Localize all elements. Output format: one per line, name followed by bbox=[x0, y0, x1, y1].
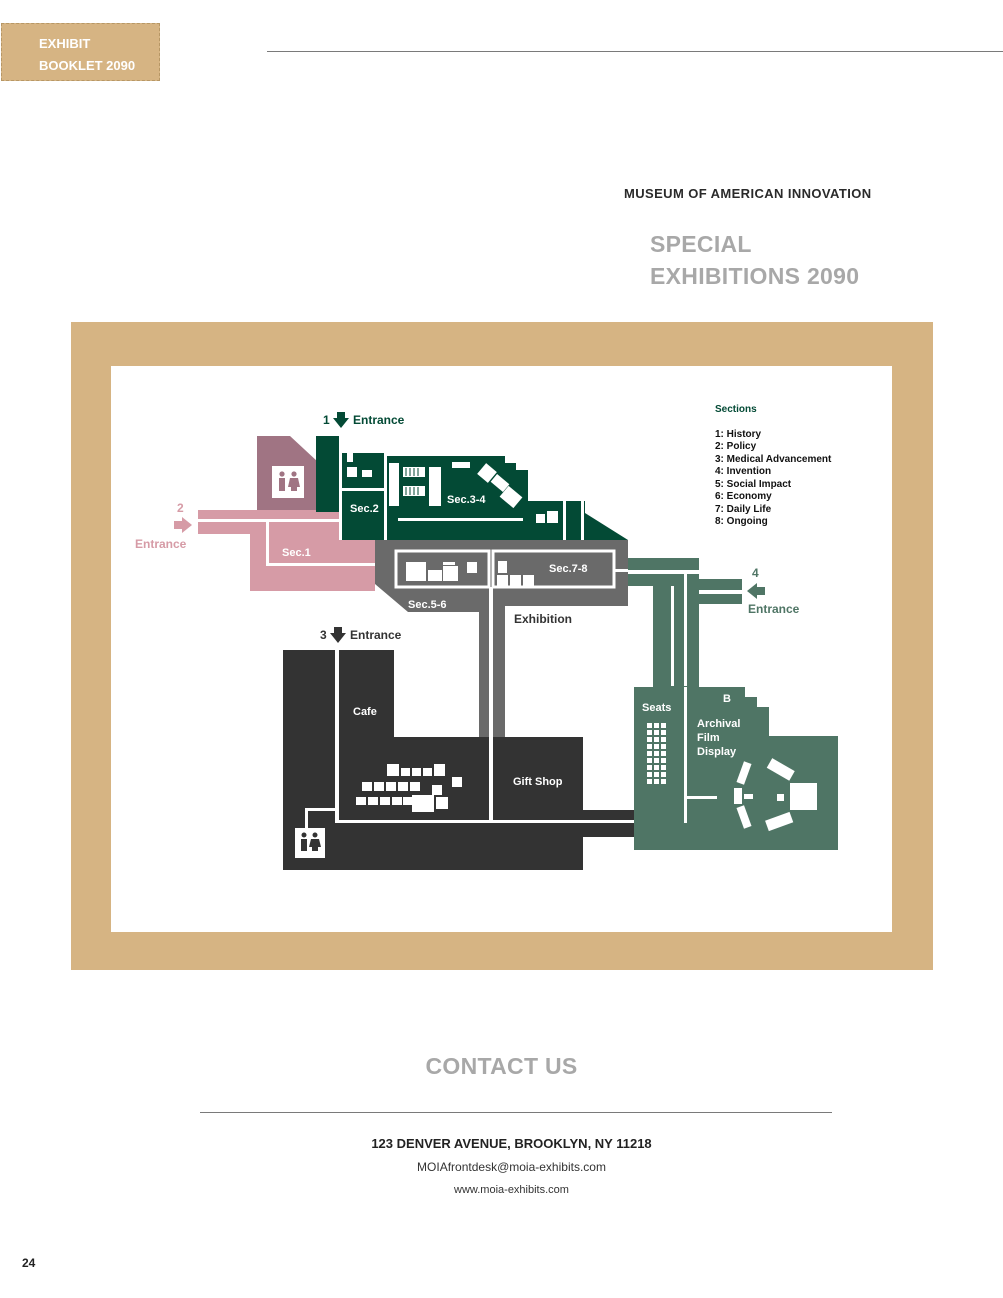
sec78-label: Sec.7-8 bbox=[549, 563, 588, 575]
entrance-3-arrow bbox=[330, 627, 346, 643]
legend-item: 5: Social Impact bbox=[715, 479, 792, 490]
sec1-bottom-line bbox=[266, 563, 376, 566]
cafe-divider-v bbox=[335, 650, 339, 823]
cafe-label: Cafe bbox=[353, 706, 377, 718]
sec5-8-exhibits bbox=[406, 561, 534, 586]
sec2-divider-v2 bbox=[384, 456, 387, 540]
restroom-icon-box bbox=[272, 466, 304, 498]
seats-vertical-corridor bbox=[653, 586, 699, 687]
title-line-1: SPECIAL bbox=[650, 231, 752, 257]
legend-item: 3: Medical Advancement bbox=[715, 454, 832, 465]
entrance-4-corridor-d bbox=[699, 594, 742, 604]
entrance-2-label: Entrance bbox=[135, 537, 187, 551]
booklet-badge: EXHIBIT BOOKLET 2090 bbox=[1, 23, 160, 81]
entrance-1-label: Entrance bbox=[353, 413, 405, 427]
entrance-3-label: Entrance bbox=[350, 628, 402, 642]
archival-divider-v bbox=[684, 687, 687, 823]
badge-line-1: EXHIBIT bbox=[39, 36, 91, 51]
sec56-label: Sec.5-6 bbox=[408, 599, 447, 611]
seats-label: Seats bbox=[642, 702, 671, 714]
connector-bottom bbox=[583, 810, 635, 837]
seats-corridor-line bbox=[671, 586, 674, 686]
entrance-2-number: 2 bbox=[177, 501, 184, 515]
legend-item: 4: Invention bbox=[715, 466, 771, 477]
sec1-corridor-line bbox=[198, 519, 375, 522]
cafe-tables bbox=[356, 764, 462, 812]
museum-name: MUSEUM OF AMERICAN INNOVATION bbox=[624, 186, 872, 201]
entrance-1-arrow bbox=[333, 412, 349, 428]
legend-item: 2: Policy bbox=[715, 441, 757, 452]
sec1-label: Sec.1 bbox=[282, 547, 311, 559]
sec1-inner-line bbox=[266, 522, 269, 566]
sec2-stripes bbox=[405, 468, 419, 495]
sec34-right-line bbox=[563, 501, 566, 540]
sec2-divider-h bbox=[342, 488, 384, 491]
entrance-4-corridor-c bbox=[699, 579, 742, 590]
entrance-4-arrow bbox=[747, 583, 765, 599]
restroom-link-h bbox=[305, 808, 339, 811]
sec7-8-east-line bbox=[614, 569, 628, 572]
archival-label-2: Film bbox=[697, 732, 720, 744]
entrance-4-number: 4 bbox=[752, 566, 759, 580]
sec34-bottom-line bbox=[398, 518, 523, 521]
legend-title: Sections bbox=[715, 404, 757, 415]
film-display-screens bbox=[734, 758, 817, 832]
exhibition-label: Exhibition bbox=[514, 612, 572, 626]
map-panel: 1 Entrance 2 Entrance 3 Entrance 4 Entra… bbox=[111, 366, 892, 932]
legend-item: 8: Ongoing bbox=[715, 516, 768, 527]
entrance-2-arrow bbox=[174, 517, 192, 533]
entrance-4-corridor-b bbox=[628, 574, 699, 586]
website-link[interactable]: www.moia-exhibits.com bbox=[454, 1184, 569, 1196]
floor-map: 1 Entrance 2 Entrance 3 Entrance 4 Entra… bbox=[135, 404, 838, 870]
map-frame: 1 Entrance 2 Entrance 3 Entrance 4 Entra… bbox=[71, 322, 933, 970]
archival-divider-h bbox=[687, 796, 717, 799]
entrance-3-number: 3 bbox=[320, 628, 327, 642]
restroom-link-v bbox=[305, 808, 308, 828]
sec5-6-outline bbox=[394, 549, 491, 589]
seats-corridor-line2 bbox=[684, 572, 687, 686]
cafe-bottom-line bbox=[335, 820, 689, 823]
sec1-area bbox=[250, 534, 375, 591]
entrance-4-label: Entrance bbox=[748, 602, 800, 616]
entrance-1-number: 1 bbox=[323, 413, 330, 427]
sec2-divider-v bbox=[339, 436, 342, 540]
title-line-2: EXHIBITIONS 2090 bbox=[650, 263, 860, 289]
archival-label-1: Archival bbox=[697, 718, 740, 730]
email-link[interactable]: MOIAfrontdesk@moia-exhibits.com bbox=[417, 1160, 606, 1174]
page-title: SPECIAL EXHIBITIONS 2090 bbox=[650, 228, 859, 292]
sec34-angled-exhibits bbox=[477, 463, 523, 509]
archival-label-3: Display bbox=[697, 746, 737, 758]
sec5-8-area bbox=[375, 540, 628, 737]
contact-title: CONTACT US bbox=[425, 1053, 578, 1079]
seats-grid bbox=[647, 723, 666, 784]
exhibition-corridor-line bbox=[489, 587, 493, 737]
sec34-right-line2 bbox=[581, 501, 584, 540]
gift-shop-label: Gift Shop bbox=[513, 776, 563, 788]
address: 123 DENVER AVENUE, BROOKLYN, NY 11218 bbox=[371, 1136, 652, 1151]
restroom-icon bbox=[279, 471, 300, 491]
b-label: B bbox=[723, 693, 731, 705]
sec34-label: Sec.3-4 bbox=[447, 494, 486, 506]
entrance-4-corridor-a bbox=[628, 558, 699, 570]
cafe-divider-v2 bbox=[489, 737, 493, 823]
top-divider bbox=[267, 51, 1003, 52]
contact-divider bbox=[200, 1112, 832, 1113]
badge-line-2: BOOKLET 2090 bbox=[39, 58, 136, 73]
connector-line bbox=[583, 820, 635, 823]
cafe-giftshop-area bbox=[283, 650, 583, 870]
legend-item: 6: Economy bbox=[715, 491, 772, 502]
legend-item: 7: Daily Life bbox=[715, 504, 772, 515]
page-number: 24 bbox=[22, 1256, 36, 1270]
restroom-icon-2 bbox=[301, 832, 321, 851]
sec2-label: Sec.2 bbox=[350, 503, 379, 515]
legend-item: 1: History bbox=[715, 429, 762, 440]
